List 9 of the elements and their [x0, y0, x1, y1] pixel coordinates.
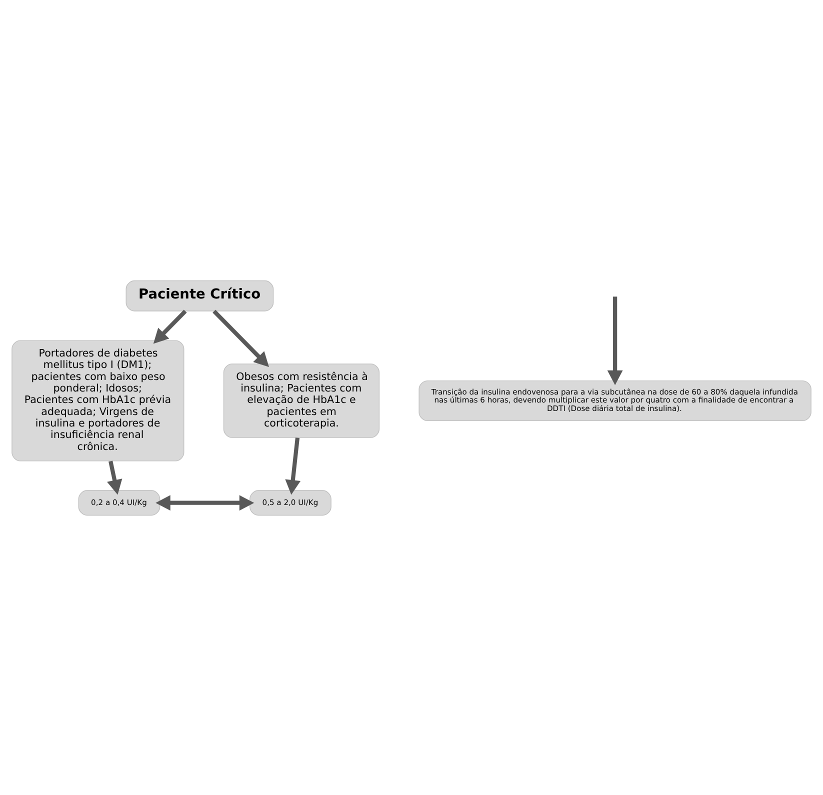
arrow	[153, 309, 187, 344]
arrow	[107, 460, 122, 494]
node-box: Paciente Crítico	[126, 280, 274, 311]
arrow	[212, 309, 270, 367]
node-box: Obesos com resistência à insulina; Pacientes com elevação de HbA1c e pacientes em corticoterapia.	[223, 363, 380, 438]
arrow	[285, 437, 301, 494]
arrow	[607, 296, 623, 385]
arrow	[156, 494, 254, 510]
node-box: Portadores de diabetes mellitus tipo I (DM1); pacientes com baixo peso ponderal; Idosos; Pacientes com HbA1c prévia adequada; Virgens de insulina e portadores de insuficiência renal crônica.	[12, 340, 184, 461]
